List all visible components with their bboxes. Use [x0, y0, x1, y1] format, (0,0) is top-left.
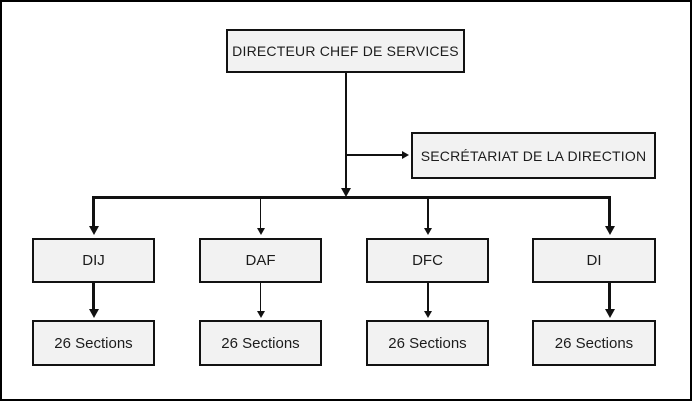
connector-drop-di: [608, 198, 611, 226]
arrowhead-down-icon: [424, 311, 432, 318]
dept-node-box-daf: DAF: [199, 238, 322, 283]
connector-di-sections: [608, 283, 611, 309]
connector-root-vertical: [344, 73, 347, 188]
arrowhead-right-icon: [402, 150, 409, 159]
sections-node-box-dij: 26 Sections: [32, 320, 155, 366]
root-node-box: DIRECTEUR CHEF DE SERVICES: [226, 29, 465, 73]
sections-node-box-daf: 26 Sections: [199, 320, 322, 366]
sections-node-label: 26 Sections: [221, 334, 300, 352]
arrowhead-down-icon: [256, 228, 265, 235]
dept-node-box-dfc: DFC: [366, 238, 489, 283]
arrowhead-down-icon: [604, 226, 615, 235]
arrowhead-down-icon: [256, 311, 265, 318]
arrowhead-down-icon: [88, 309, 99, 318]
connector-daf-sections: [259, 283, 261, 311]
sections-node-box-di: 26 Sections: [532, 320, 656, 366]
dept-node-box-di: DI: [532, 238, 656, 283]
arrowhead-down-icon: [340, 188, 351, 197]
dept-node-label: DAF: [245, 252, 276, 269]
connector-secretariat-branch: [346, 154, 402, 156]
dept-node-box-dij: DIJ: [32, 238, 155, 283]
sections-node-box-dfc: 26 Sections: [366, 320, 489, 366]
secretariat-node-box: SECRÉTARIAT DE LA DIRECTION: [411, 132, 656, 179]
root-node-label: DIRECTEUR CHEF DE SERVICES: [232, 43, 459, 59]
arrowhead-down-icon: [604, 309, 615, 318]
dept-node-label: DI: [586, 252, 602, 269]
connector-hub-horizontal: [92, 196, 611, 199]
connector-dfc-sections: [427, 283, 429, 311]
connector-drop-dij: [92, 198, 95, 226]
secretariat-node-label: SECRÉTARIAT DE LA DIRECTION: [420, 147, 647, 164]
sections-node-label: 26 Sections: [554, 334, 634, 352]
sections-node-label: 26 Sections: [388, 334, 467, 352]
arrowhead-down-icon: [88, 226, 99, 235]
dept-node-label: DFC: [412, 252, 443, 269]
connector-drop-daf: [259, 199, 261, 228]
arrowhead-down-icon: [424, 228, 432, 235]
connector-dij-sections: [92, 283, 95, 309]
connector-drop-dfc: [427, 199, 429, 228]
dept-node-label: DIJ: [82, 252, 105, 269]
sections-node-label: 26 Sections: [54, 334, 133, 352]
